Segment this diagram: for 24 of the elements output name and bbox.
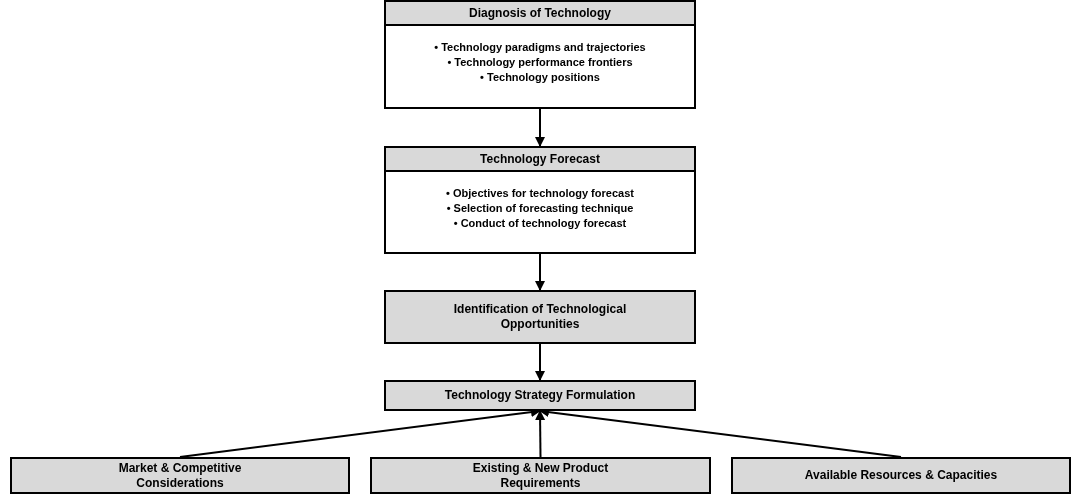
bullet-item: • Technology positions [480, 70, 600, 85]
arrow [535, 343, 545, 381]
arrow [535, 108, 545, 147]
process-box [10, 457, 350, 494]
box-label: Technology Strategy Formulation [444, 388, 636, 403]
bullet-item: • Selection of forecasting technique [446, 200, 634, 216]
bullet-item: • Technology paradigms and trajectories [434, 40, 646, 55]
box-label: Market & Competitive Considerations [117, 460, 243, 491]
box-title: Technology Forecast [480, 152, 600, 166]
process-box [384, 0, 696, 109]
process-box [384, 290, 696, 344]
bullet-item: • Objectives for technology forecast [446, 185, 634, 201]
box-label: Identification of Technological Opportunities [452, 302, 628, 332]
arrow [535, 410, 546, 458]
box-title: Diagnosis of Technology [469, 6, 611, 20]
process-box [384, 146, 696, 254]
arrow [535, 253, 545, 291]
bullet-item: • Conduct of technology forecast [453, 215, 627, 231]
process-box [731, 457, 1071, 494]
process-box [384, 380, 696, 411]
box-label: Available Resources & Capacities [804, 468, 998, 483]
bullet-item: • Technology performance frontiers [447, 55, 633, 70]
box-label: Existing & New Product Requirements [471, 460, 610, 491]
process-box [370, 457, 711, 494]
